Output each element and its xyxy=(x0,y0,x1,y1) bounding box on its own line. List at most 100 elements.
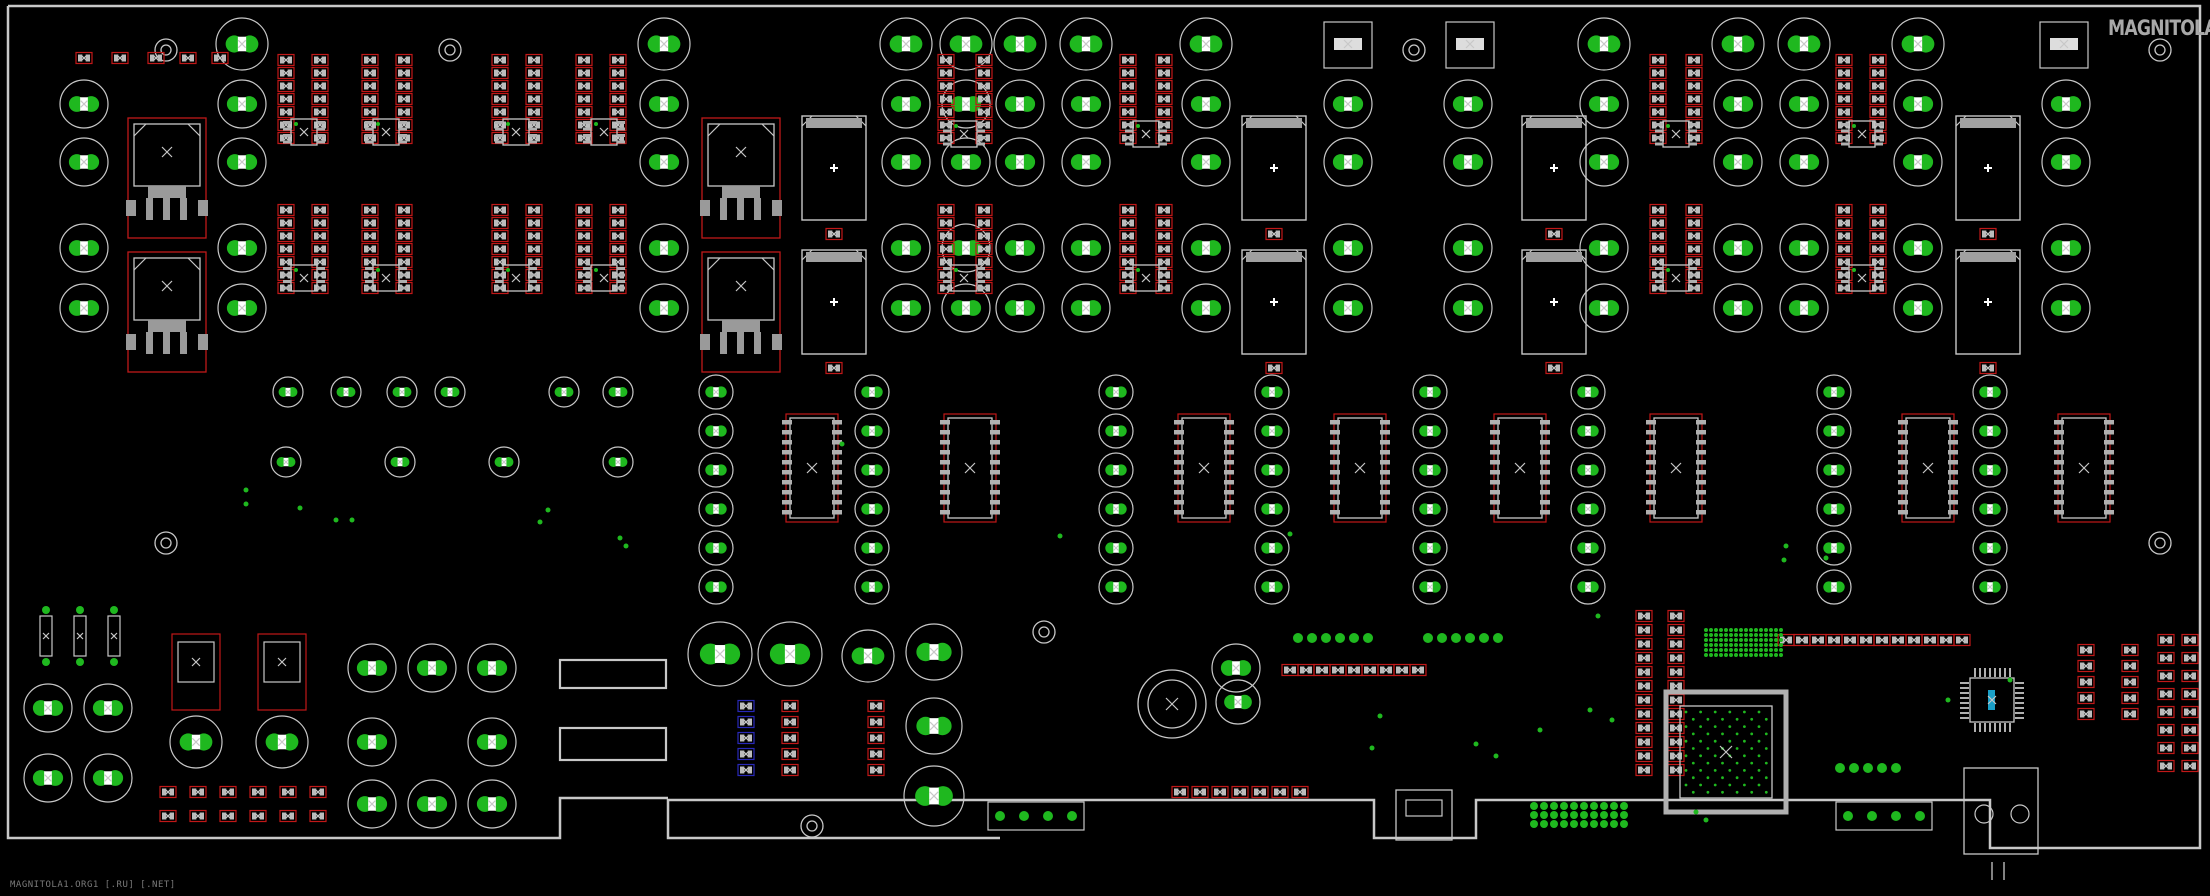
pad xyxy=(110,658,118,666)
pad xyxy=(1550,820,1558,828)
pad xyxy=(1570,802,1578,810)
pad xyxy=(1609,717,1615,723)
electrolytic-capacitor xyxy=(330,376,362,408)
pad xyxy=(1540,802,1548,810)
pin-header xyxy=(1423,633,1503,643)
smd-passive xyxy=(1685,66,1703,80)
smd-passive xyxy=(189,785,207,799)
smd-passive xyxy=(1119,105,1137,119)
electrolytic-capacitor xyxy=(1570,530,1606,566)
smd-passive xyxy=(211,51,229,65)
smd-passive xyxy=(1635,693,1653,707)
smd-passive xyxy=(361,242,379,256)
electrolytic-capacitor xyxy=(1254,569,1290,605)
electrolytic-capacitor xyxy=(1059,17,1113,71)
pad xyxy=(2007,677,2013,683)
smd-passive xyxy=(311,216,329,230)
smd-passive xyxy=(1649,105,1667,119)
pad xyxy=(1849,763,1859,773)
pad xyxy=(1321,633,1331,643)
electrolytic-capacitor xyxy=(1779,283,1829,333)
electrolytic-capacitor xyxy=(1972,491,2008,527)
pad xyxy=(1759,648,1763,652)
electrolytic-capacitor xyxy=(1972,530,2008,566)
electrolytic-capacitor xyxy=(698,491,734,527)
mounting-hole xyxy=(438,38,462,62)
electrolytic-capacitor xyxy=(347,717,397,767)
pad xyxy=(1719,628,1723,632)
pad xyxy=(1714,633,1718,637)
electrolytic-capacitor xyxy=(637,17,691,71)
pad xyxy=(1749,653,1753,657)
smd-passive xyxy=(1835,229,1853,243)
pad xyxy=(1369,745,1375,751)
smd-passive xyxy=(189,809,207,823)
ic-dip xyxy=(1330,413,1390,523)
pad xyxy=(1560,820,1568,828)
electrolytic-capacitor xyxy=(1816,491,1852,527)
smd-passive xyxy=(1635,721,1653,735)
smd-passive xyxy=(2121,707,2139,721)
smd-passive xyxy=(361,66,379,80)
smd-passive xyxy=(1155,203,1173,217)
pad xyxy=(1600,811,1608,819)
pad xyxy=(1307,633,1317,643)
smd-passive xyxy=(491,53,509,67)
electrolytic-capacitor xyxy=(1412,374,1448,410)
smd-passive xyxy=(279,809,297,823)
smd-passive xyxy=(311,66,329,80)
pad xyxy=(1915,811,1925,821)
pad xyxy=(1709,638,1713,642)
electrolytic-capacitor xyxy=(1713,137,1763,187)
electrolytic-capacitor xyxy=(941,137,991,187)
electrolytic-capacitor xyxy=(1577,17,1631,71)
smd-passive xyxy=(575,53,593,67)
smd-passive xyxy=(1155,105,1173,119)
pad xyxy=(1043,811,1053,821)
smd-passive xyxy=(975,53,993,67)
smd-passive xyxy=(249,809,267,823)
pad xyxy=(1744,628,1748,632)
mcu-qfp xyxy=(1663,689,1789,815)
smd-passive xyxy=(1685,216,1703,230)
smd-passive xyxy=(937,229,955,243)
smd-passive xyxy=(575,203,593,217)
pad xyxy=(76,606,84,614)
smd-passive xyxy=(781,763,799,777)
pad xyxy=(1729,653,1733,657)
pad xyxy=(1754,643,1758,647)
outline-edge xyxy=(6,4,2202,850)
smd-passive xyxy=(1119,216,1137,230)
smd-passive xyxy=(937,216,955,230)
pad xyxy=(1709,628,1713,632)
electrolytic-capacitor xyxy=(639,223,689,273)
smd-passive xyxy=(737,715,755,729)
smd-passive xyxy=(1291,785,1309,799)
smd-passive xyxy=(609,216,627,230)
pad xyxy=(1550,811,1558,819)
electrolytic-capacitor xyxy=(1570,569,1606,605)
smd-passive xyxy=(1635,609,1653,623)
pad xyxy=(1719,633,1723,637)
smd-passive xyxy=(491,79,509,93)
smd-passive xyxy=(1979,227,1997,241)
smd-passive xyxy=(609,92,627,106)
electrolytic-capacitor xyxy=(1254,491,1290,527)
electrolytic-capacitor xyxy=(1412,530,1448,566)
smd-passive xyxy=(1119,79,1137,93)
electrolytic-capacitor xyxy=(905,697,963,755)
voltage-regulator xyxy=(700,251,782,373)
smd-passive xyxy=(575,229,593,243)
smd-passive xyxy=(1685,79,1703,93)
pad xyxy=(1620,802,1628,810)
pad xyxy=(76,658,84,666)
electrolytic-capacitor xyxy=(1711,17,1765,71)
electrolytic-capacitor xyxy=(1779,223,1829,273)
misc-components xyxy=(39,21,2089,880)
voltage-regulator xyxy=(126,251,208,373)
smd-passive xyxy=(1545,227,1563,241)
electrolytic-capacitor xyxy=(1098,413,1134,449)
smd-passive xyxy=(1155,229,1173,243)
electrolytic-capacitor xyxy=(217,283,267,333)
smd-passive xyxy=(575,216,593,230)
